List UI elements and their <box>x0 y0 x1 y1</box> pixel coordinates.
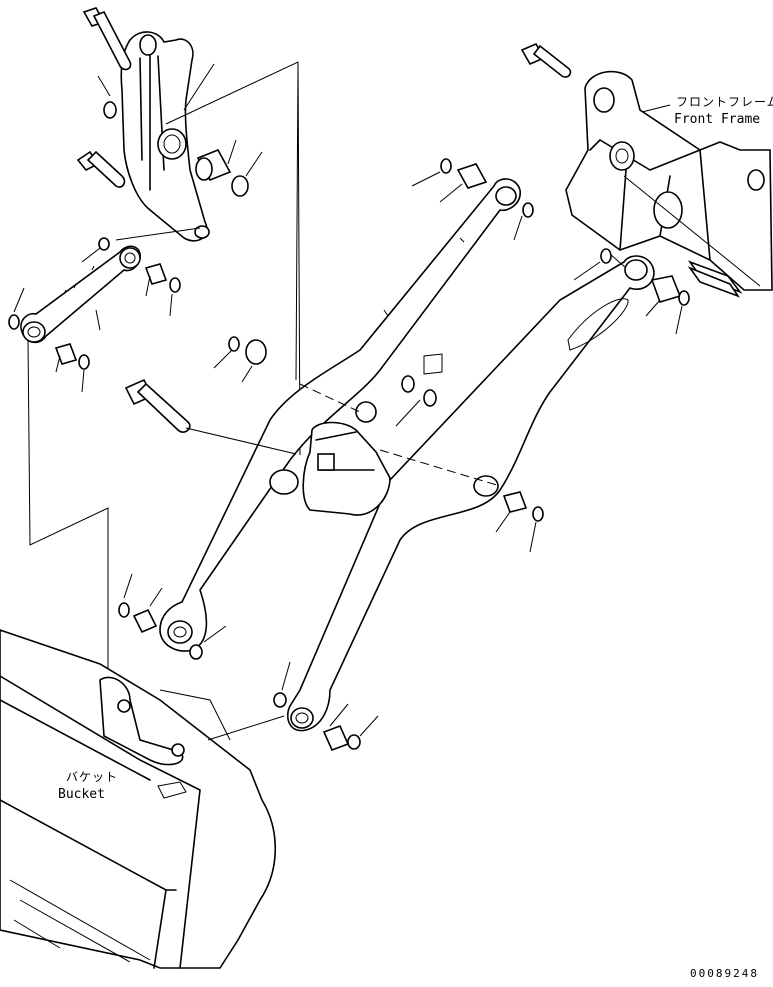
pin-frame-top <box>520 42 572 78</box>
front-frame-label-jp: フロントフレーム <box>676 95 773 109</box>
pin-top <box>82 7 132 71</box>
bell-crank <box>120 31 210 242</box>
lift-arm-left <box>159 178 521 652</box>
bucket-label-jp: バケット <box>66 770 119 784</box>
lift-arm-right <box>286 255 655 732</box>
cross-tube <box>269 401 499 516</box>
pin-middle <box>76 150 126 188</box>
bushings-link <box>8 263 181 370</box>
front-frame <box>565 70 773 294</box>
front-frame-label-en: Front Frame <box>674 112 761 127</box>
pin-large <box>124 378 191 433</box>
bucket <box>0 629 277 969</box>
drawing-number: 00089248 <box>690 967 759 980</box>
bucket-label-en: Bucket <box>58 787 105 802</box>
bucket-link <box>20 245 141 344</box>
bushing-crank <box>98 101 249 251</box>
